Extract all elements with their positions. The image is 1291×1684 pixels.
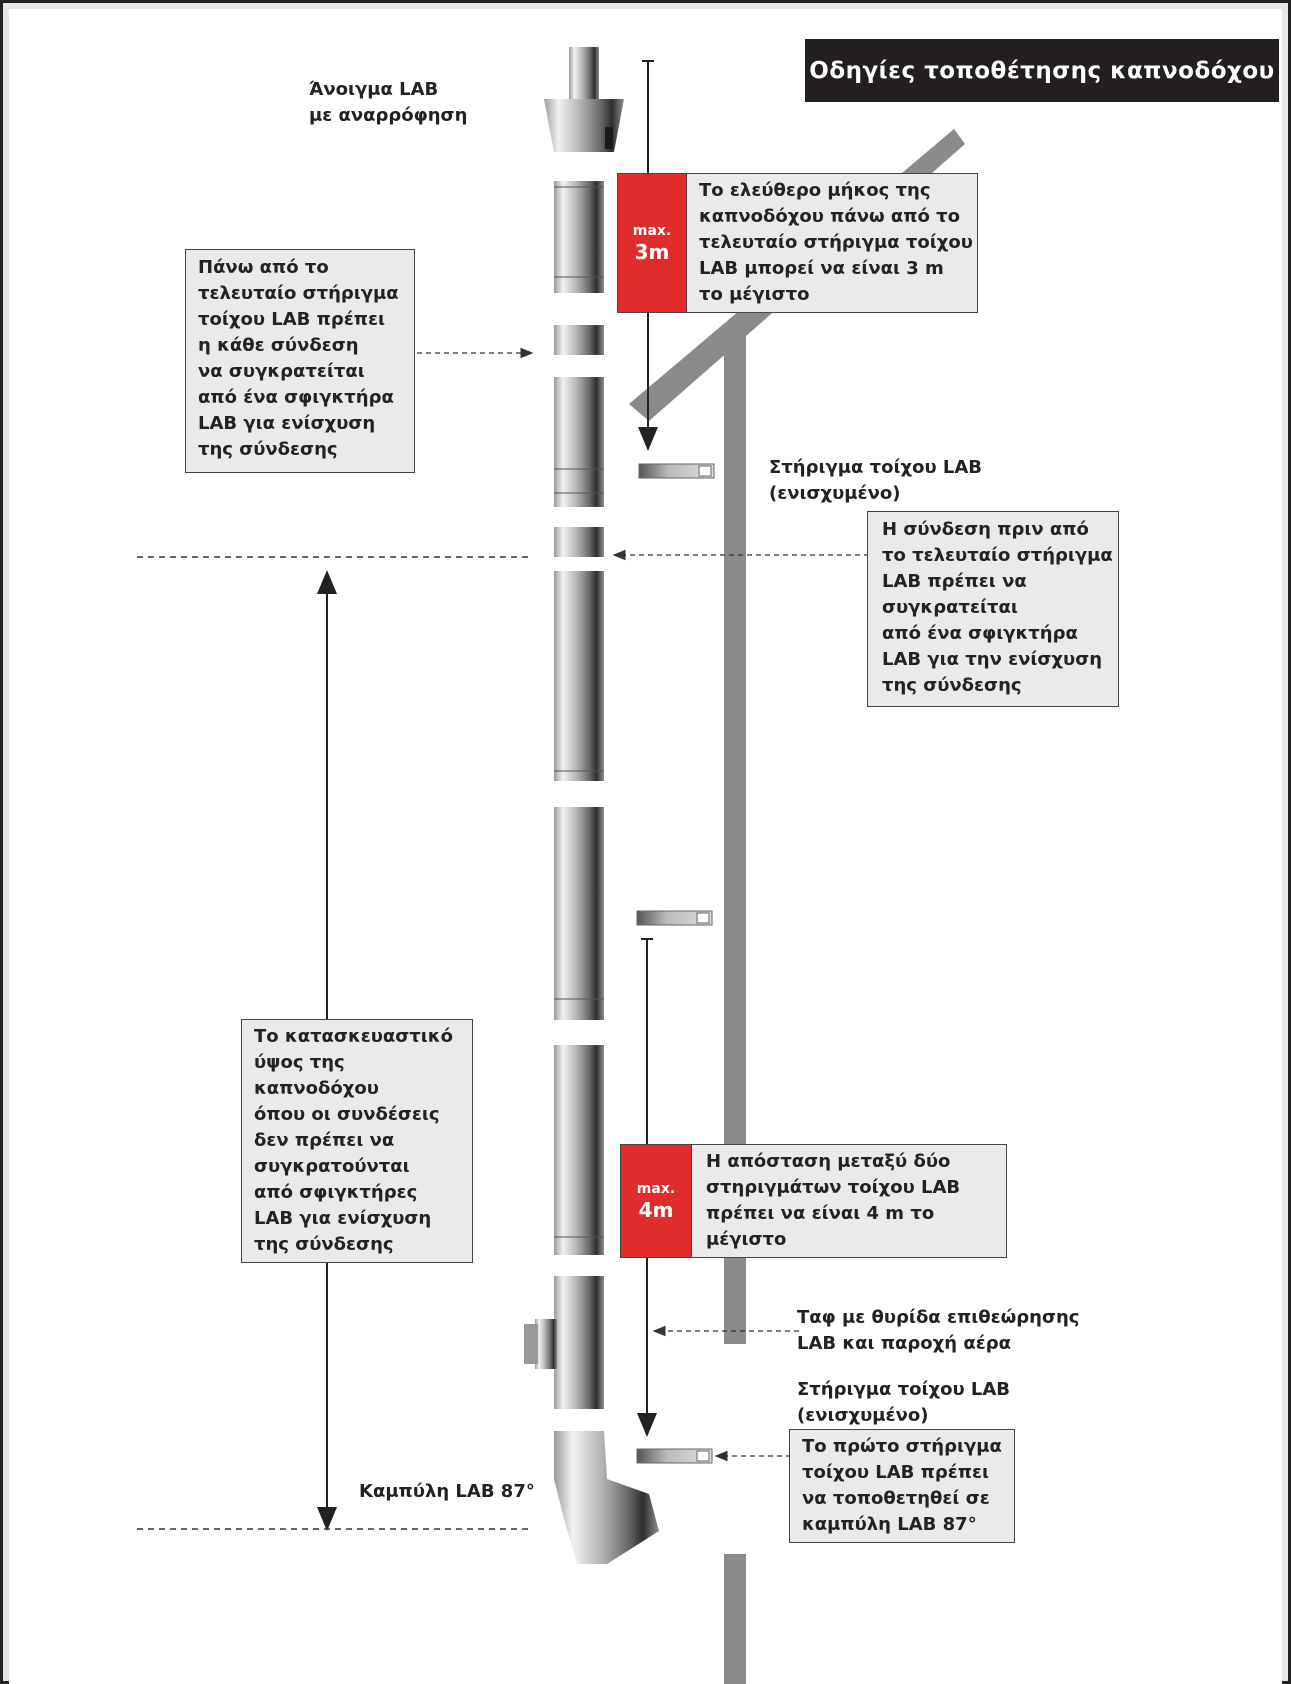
label-line: Ταφ με θυρίδα επιθεώρησης [797, 1307, 1080, 1328]
pipe-segment-2 [554, 377, 604, 507]
page-title: Οδηγίες τοποθέτησης καπνοδόχου [805, 39, 1279, 102]
box-line: LAB για ενίσχυση [254, 1208, 432, 1229]
box-line: να συγκρατείται [198, 361, 365, 382]
pipe-segment-5 [554, 1045, 604, 1255]
box-line: ύψος της [254, 1052, 345, 1073]
box-line: από ένα σφιγκτήρα [198, 387, 394, 408]
max-4m-tag: max. 4m [620, 1144, 692, 1258]
label-line: Στήριγμα τοίχου LAB [797, 1379, 1011, 1400]
box-free-length: Το ελεύθερο μήκος της καπνοδόχου πάνω απ… [686, 173, 978, 313]
tee-pipe [524, 1276, 604, 1409]
pipe-segment-3 [554, 571, 604, 781]
box-line: Το κατασκευαστικό [254, 1026, 453, 1047]
wall [724, 329, 746, 1344]
clamp-2 [554, 527, 604, 557]
box-line: δεν πρέπει να [254, 1130, 395, 1151]
box-line: LAB μπορεί να είναι 3 m [699, 258, 944, 279]
box-line: καμπύλη LAB 87° [802, 1514, 977, 1535]
box-connection-before: Η σύνδεση πριν από το τελευταίο στήριγμα… [867, 511, 1119, 707]
label-line: (ενισχυμένο) [769, 483, 901, 504]
box-line: τοίχου LAB πρέπει [802, 1462, 990, 1483]
tag-small: max. [632, 223, 672, 239]
box-line: Το ελεύθερο μήκος της [699, 180, 931, 201]
box-line: LAB για την ενίσχυση [882, 649, 1103, 670]
box-line: τελευταίο στήριγμα [198, 283, 399, 304]
box-line: συγκρατείται [882, 597, 1018, 618]
box-line: καπνοδόχου [254, 1078, 379, 1099]
box-line: το τελευταίο στήριγμα [882, 545, 1113, 566]
box-line: Πάνω από το [198, 257, 329, 278]
box-line: η κάθε σύνδεση [198, 335, 359, 356]
box-first-bracket: Το πρώτο στήριγμα τοίχου LAB πρέπει να τ… [789, 1429, 1015, 1543]
max-3m-tag: max. 3m [617, 173, 687, 313]
clamp-1 [554, 325, 604, 355]
wall-lower [724, 1554, 746, 1684]
box-line: από σφιγκτήρες [254, 1182, 418, 1203]
box-line: της σύνδεσης [198, 439, 338, 460]
pipe-segment-4 [554, 807, 604, 1020]
label-line: (ενισχυμένο) [797, 1405, 929, 1426]
diagram-canvas: Οδηγίες τοποθέτησης καπνοδόχου Άνοιγμα L… [9, 9, 1282, 1684]
box-line: μέγιστο [706, 1229, 787, 1250]
label-line: Στήριγμα τοίχου LAB [769, 457, 983, 478]
label-wall-bracket-bottom: Στήριγμα τοίχου LAB (ενισχυμένο) [797, 1377, 1010, 1429]
label-wall-bracket-top: Στήριγμα τοίχου LAB (ενισχυμένο) [769, 455, 982, 507]
chimney-cap [544, 47, 624, 152]
label-top-cap: Άνοιγμα LAB με αναρρόφηση [309, 77, 467, 129]
box-line: της σύνδεσης [254, 1234, 394, 1255]
wall-bracket-1 [638, 463, 715, 479]
box-line: τελευταίο στήριγμα τοίχου [699, 232, 973, 253]
label-tee: Ταφ με θυρίδα επιθεώρησης LAB και παροχή… [797, 1305, 1079, 1357]
box-line: LAB πρέπει να [882, 571, 1027, 592]
wall-bracket-2 [636, 910, 713, 926]
box-line: Η απόσταση μεταξύ δύο [706, 1151, 951, 1172]
label-line: LAB και παροχή αέρα [797, 1333, 1012, 1354]
box-line: το μέγιστο [699, 284, 810, 305]
box-line: από ένα σφιγκτήρα [882, 623, 1078, 644]
label-elbow: Καμπύλη LAB 87° [359, 1481, 535, 1502]
tag-big: 4m [638, 1198, 674, 1222]
box-line: της σύνδεσης [882, 675, 1022, 696]
box-line: συγκρατούνται [254, 1156, 410, 1177]
box-line: Η σύνδεση πριν από [882, 519, 1089, 540]
box-line: να τοποθετηθεί σε [802, 1488, 990, 1509]
box-line: καπνοδόχου πάνω από το [699, 206, 961, 227]
pipe-segment-1 [554, 181, 604, 293]
box-line: τοίχου LAB πρέπει [198, 309, 386, 330]
box-line: όπου οι συνδέσεις [254, 1104, 440, 1125]
box-line: στηριγμάτων τοίχου LAB [706, 1177, 961, 1198]
box-line: LAB για ενίσχυση [198, 413, 376, 434]
label-top-cap-line: Άνοιγμα LAB [309, 79, 439, 100]
tag-big: 3m [634, 240, 670, 264]
label-top-cap-line: με αναρρόφηση [309, 105, 468, 126]
tag-small: max. [636, 1181, 676, 1197]
box-distance: Η απόσταση μεταξύ δύο στηριγμάτων τοίχου… [691, 1144, 1007, 1258]
box-construction-height: Το κατασκευαστικό ύψος της καπνοδόχου όπ… [241, 1019, 473, 1263]
wall-bracket-3 [636, 1448, 713, 1464]
box-line: πρέπει να είναι 4 m το [706, 1203, 935, 1224]
box-line: Το πρώτο στήριγμα [802, 1436, 1002, 1457]
elbow-pipe [554, 1431, 659, 1564]
box-above-last-bracket: Πάνω από το τελευταίο στήριγμα τοίχου LA… [185, 249, 415, 473]
